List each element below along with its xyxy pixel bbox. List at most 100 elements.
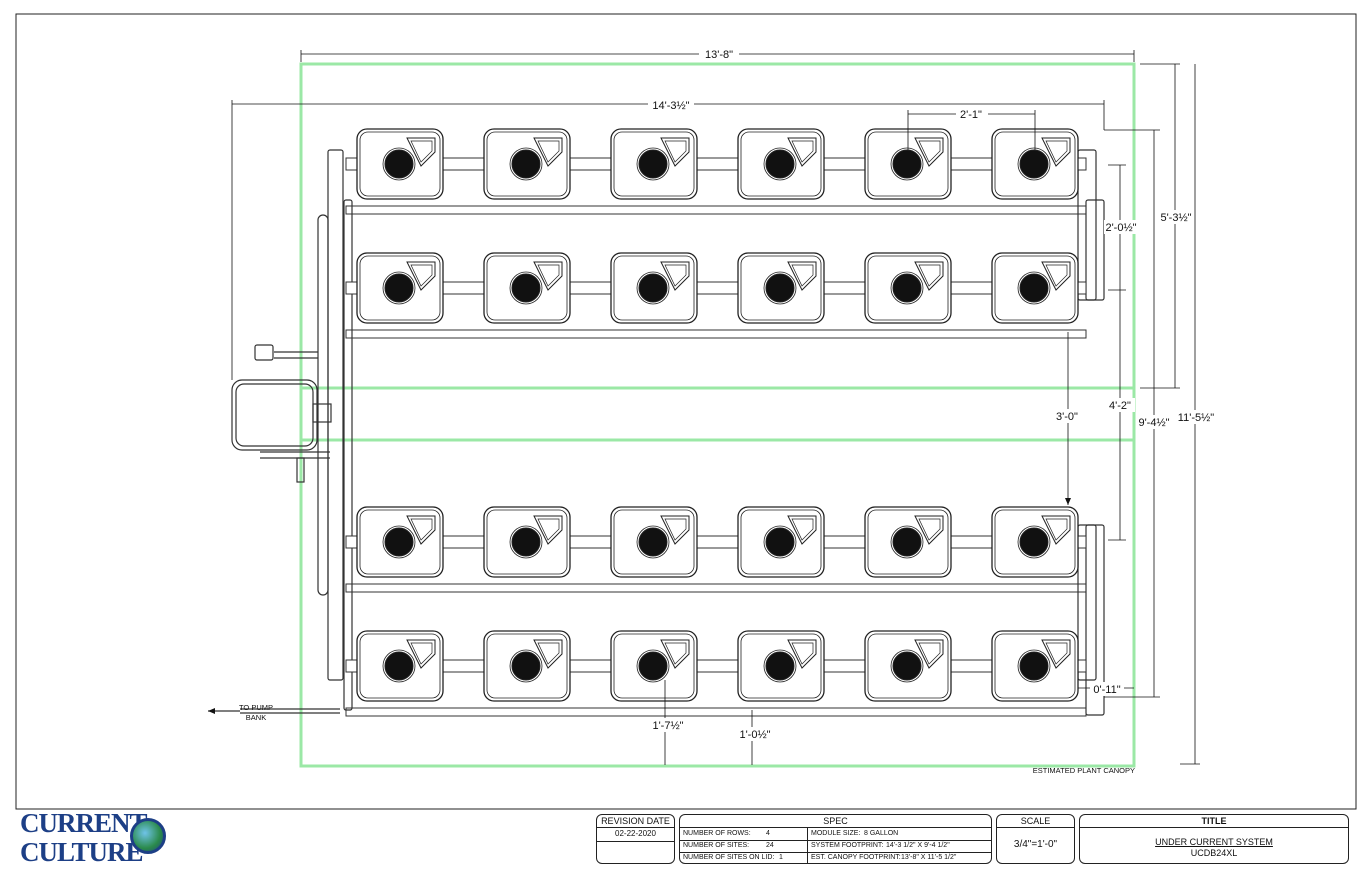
grow-module xyxy=(483,630,571,702)
lid-port xyxy=(914,137,944,167)
lid-port xyxy=(1041,515,1071,545)
spec-module-label: MODULE SIZE: xyxy=(811,830,861,837)
spec-canopy-label: EST. CANOPY FOOTPRINT: xyxy=(811,854,901,861)
lid-port xyxy=(787,137,817,167)
dim-bank-gap: 3'-0" xyxy=(1056,411,1078,423)
sheet-border xyxy=(15,13,1357,810)
lid-port xyxy=(1041,639,1071,669)
connector-pipe xyxy=(1077,157,1087,171)
spec-sites-value: 24 xyxy=(766,842,774,849)
net-pot xyxy=(511,273,541,303)
lid-port xyxy=(406,137,436,167)
lid-port xyxy=(787,515,817,545)
grow-module xyxy=(610,252,698,324)
lid-port xyxy=(533,515,563,545)
connector-pipe xyxy=(345,535,358,549)
net-pot xyxy=(892,149,922,179)
net-pot xyxy=(765,527,795,557)
dim-canopy-width: 13'-8" xyxy=(705,49,733,61)
connector-pipe xyxy=(569,659,612,673)
lid-port xyxy=(660,261,690,291)
spec-box: SPEC NUMBER OF ROWS: 4 NUMBER OF SITES: … xyxy=(679,814,992,864)
title-header: TITLE xyxy=(1080,815,1348,828)
net-pot xyxy=(384,527,414,557)
net-pot xyxy=(892,651,922,681)
module-grid xyxy=(345,128,1087,717)
spec-canopy-value: 13'-8" X 11'-5 1/2" xyxy=(901,854,957,861)
grow-module xyxy=(610,630,698,702)
dim-row-spacing: 2'-0½" xyxy=(1105,222,1136,234)
net-pot xyxy=(765,273,795,303)
connector-pipe xyxy=(442,535,485,549)
grow-module xyxy=(991,506,1079,578)
globe-icon xyxy=(130,818,166,854)
net-pot xyxy=(511,527,541,557)
company-logo: CURRENT CULTURE xyxy=(12,806,166,872)
lid-port xyxy=(660,639,690,669)
net-pot xyxy=(638,149,668,179)
net-pot xyxy=(765,651,795,681)
grow-module xyxy=(737,128,825,200)
scale-box: SCALE 3/4"=1'-0" xyxy=(996,814,1075,864)
lid-port xyxy=(1041,137,1071,167)
dim-upper-canopy-depth: 5'-3½" xyxy=(1160,212,1191,224)
connector-pipe xyxy=(823,535,866,549)
lid-port xyxy=(533,639,563,669)
grow-module xyxy=(737,506,825,578)
grow-module xyxy=(356,128,444,200)
revision-date-header: REVISION DATE xyxy=(597,815,674,828)
dim-canopy-depth: 11'-5½" xyxy=(1178,412,1214,424)
grow-module xyxy=(991,630,1079,702)
title-name: UNDER CURRENT SYSTEM xyxy=(1155,837,1273,847)
connector-pipe xyxy=(950,157,993,171)
lid-port xyxy=(914,639,944,669)
dim-end-offset: 0'-11" xyxy=(1093,684,1120,696)
canopy-label: ESTIMATED PLANT CANOPY xyxy=(1033,766,1135,775)
connector-pipe xyxy=(1077,659,1087,673)
spec-lid-value: 1 xyxy=(779,854,783,861)
grow-module xyxy=(356,506,444,578)
connector-pipe xyxy=(823,659,866,673)
connector-pipe xyxy=(823,281,866,295)
dim-system-depth: 9'-4½" xyxy=(1138,417,1169,429)
spec-rows-label: NUMBER OF ROWS: xyxy=(683,830,751,837)
revision-date-box: REVISION DATE 02-22-2020 xyxy=(596,814,675,864)
connector-pipe xyxy=(442,157,485,171)
net-pot xyxy=(1019,149,1049,179)
row-rail xyxy=(345,205,1087,215)
lid-port xyxy=(533,137,563,167)
lid-port xyxy=(787,639,817,669)
row-rail xyxy=(345,329,1087,339)
spec-module-value: 8 GALLON xyxy=(864,830,899,837)
net-pot xyxy=(1019,527,1049,557)
title-box: TITLE UNDER CURRENT SYSTEM UCDB24XL xyxy=(1079,814,1349,864)
connector-pipe xyxy=(345,157,358,171)
net-pot xyxy=(511,651,541,681)
connector-pipe xyxy=(950,659,993,673)
dim-system-width: 14'-3½" xyxy=(652,100,689,112)
connector-pipe xyxy=(950,281,993,295)
scale-value: 3/4"=1'-0" xyxy=(1013,839,1058,850)
row-rail xyxy=(345,583,1087,593)
logo-word-current: CURRENT xyxy=(20,808,148,838)
lid-port xyxy=(533,261,563,291)
grow-module xyxy=(864,506,952,578)
spec-footprint-value: 14'-3 1/2" X 9'-4 1/2" xyxy=(886,842,950,849)
grow-module xyxy=(483,506,571,578)
grow-module xyxy=(737,252,825,324)
grow-module xyxy=(356,252,444,324)
connector-pipe xyxy=(696,535,739,549)
connector-pipe xyxy=(345,281,358,295)
grow-module xyxy=(991,128,1079,200)
grow-module xyxy=(864,252,952,324)
revision-date-value: 02-22-2020 xyxy=(597,829,674,842)
title-model: UCDB24XL xyxy=(1190,848,1238,858)
grow-module xyxy=(864,630,952,702)
lid-port xyxy=(406,639,436,669)
connector-pipe xyxy=(442,659,485,673)
connector-pipe xyxy=(345,659,358,673)
lid-port xyxy=(660,515,690,545)
spec-lid-label: NUMBER OF SITES ON LID: xyxy=(683,854,775,861)
grow-module xyxy=(483,252,571,324)
net-pot xyxy=(638,651,668,681)
